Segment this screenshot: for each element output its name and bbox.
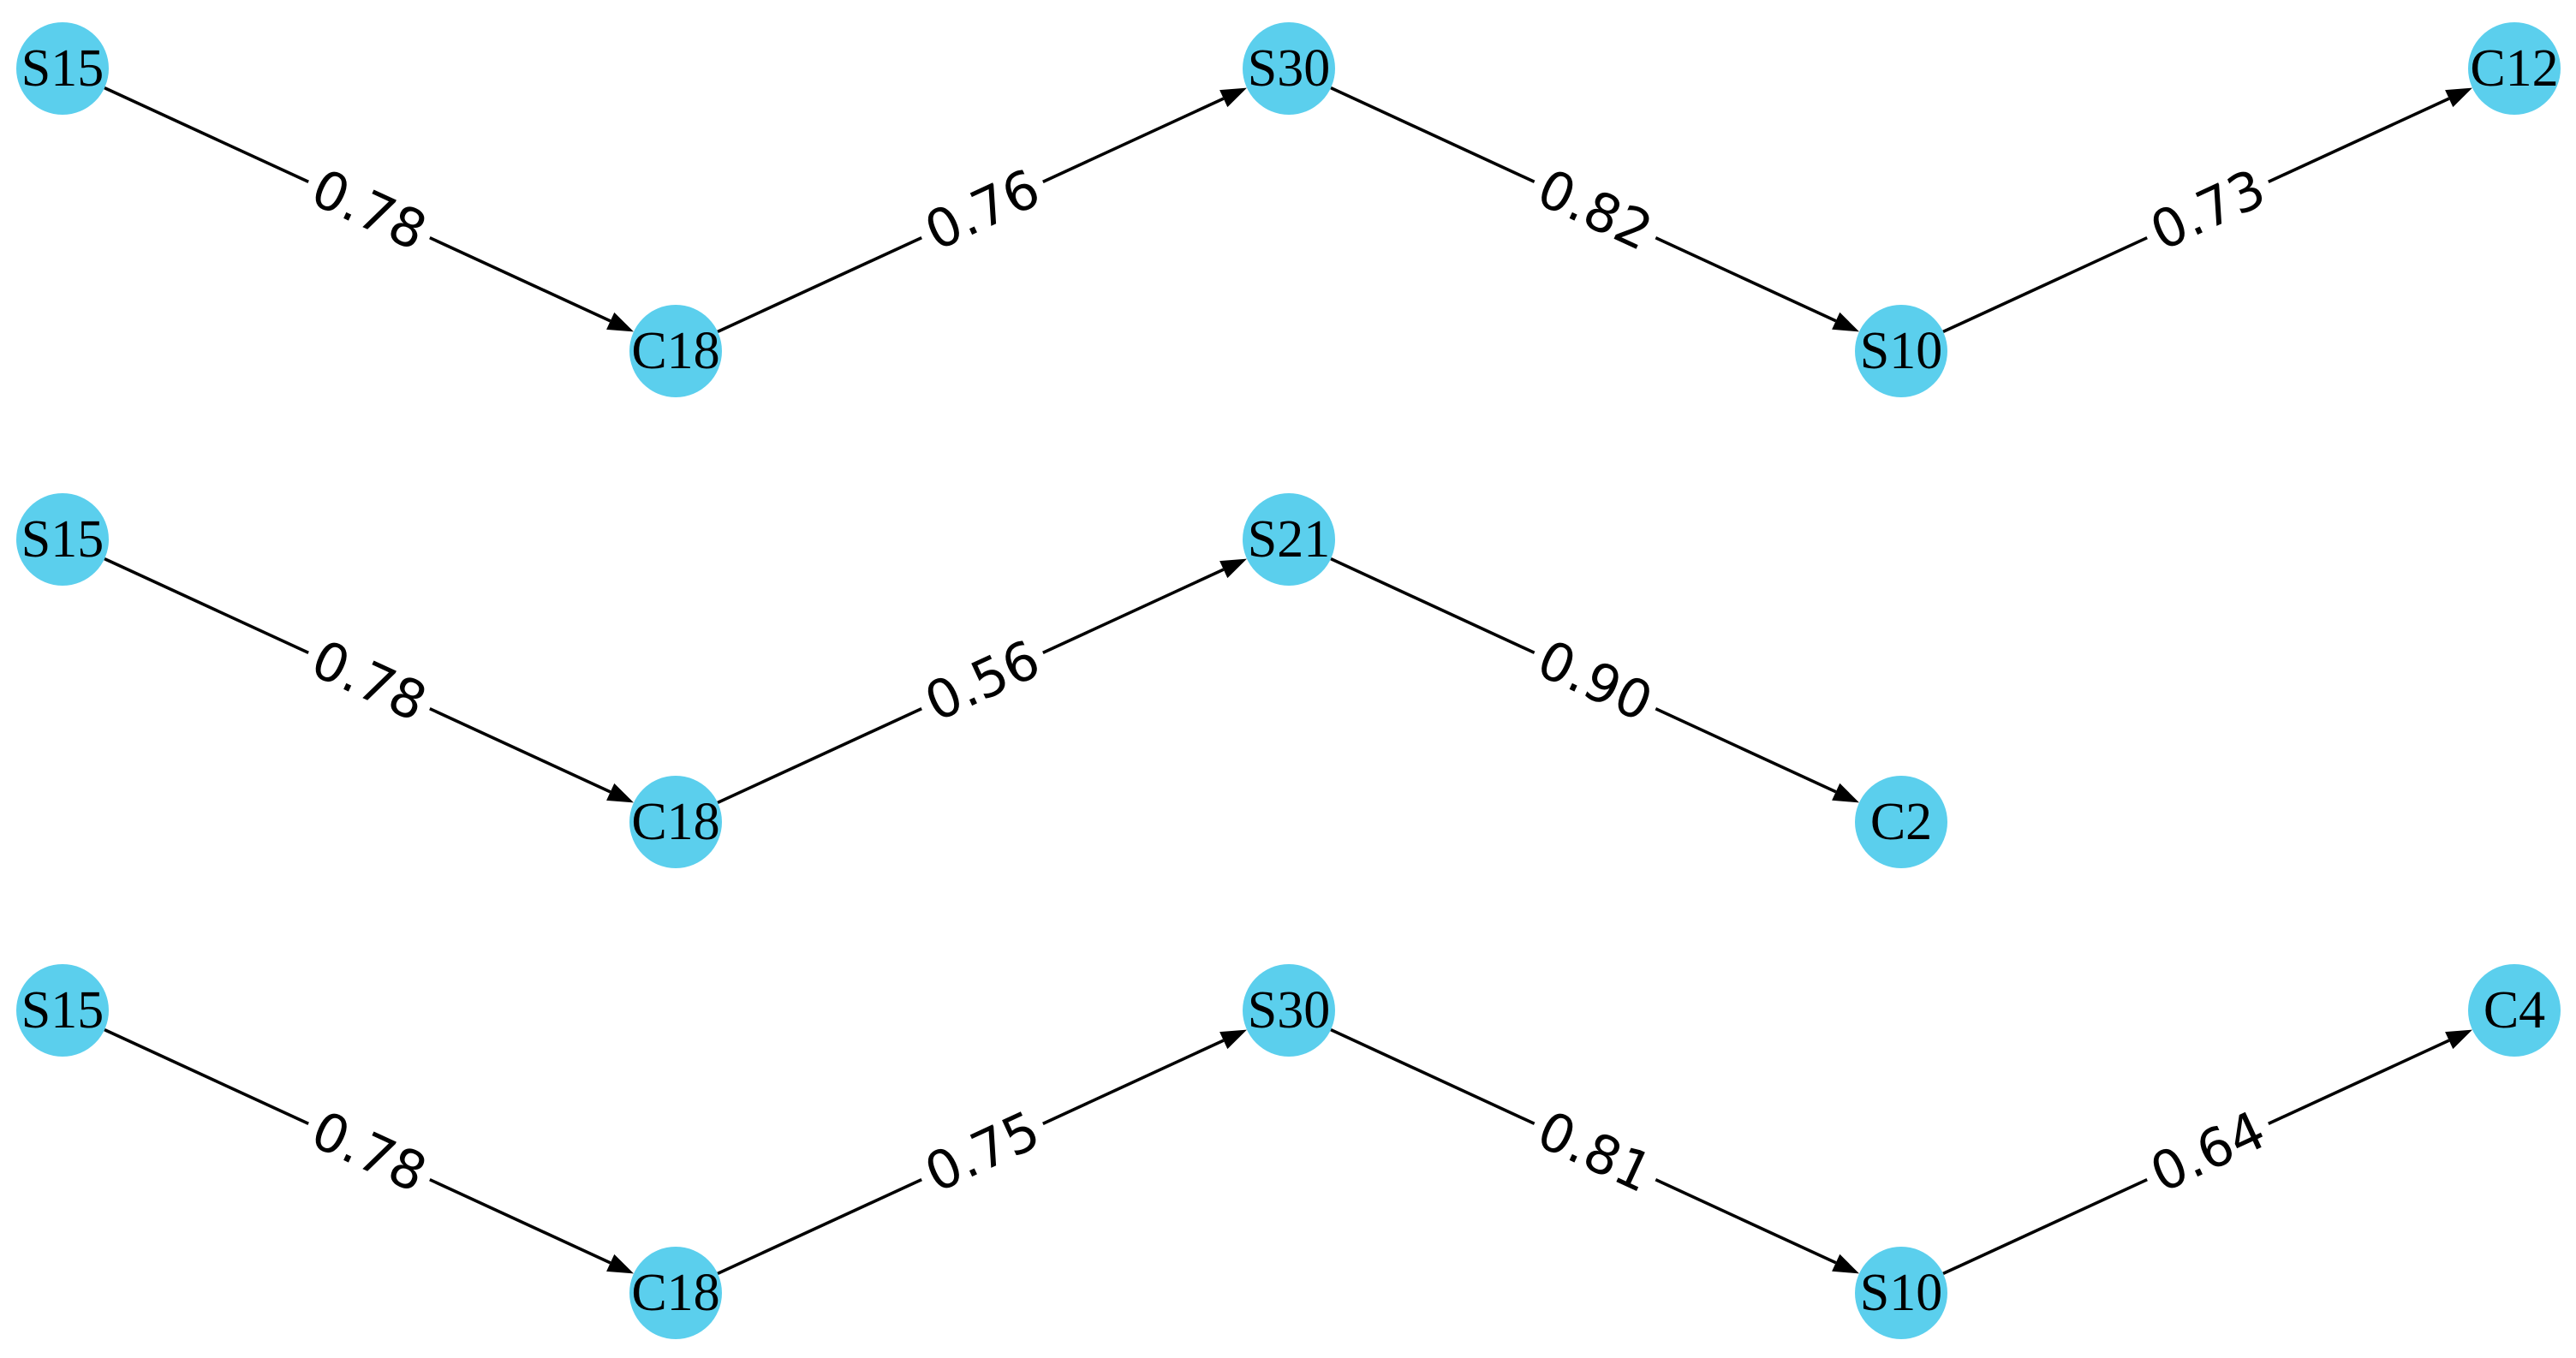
- node-label: S15: [21, 510, 104, 569]
- edge-label-background: [1520, 622, 1670, 739]
- edge-weight-label: 0.76: [915, 157, 1049, 263]
- node-label: S15: [21, 981, 104, 1039]
- arrowhead: [1832, 783, 1859, 803]
- edge-2-1: 0.75: [717, 1029, 1247, 1276]
- node-s21: S21: [1243, 493, 1335, 586]
- node-label: S10: [1860, 322, 1942, 380]
- node-label: S15: [21, 39, 104, 98]
- node-c12: C12: [2468, 22, 2561, 115]
- node-label: S21: [1248, 510, 1330, 569]
- node-label: C4: [2484, 981, 2545, 1039]
- edge-weight-label: 0.75: [915, 1099, 1049, 1205]
- edge-label-background: [1520, 152, 1670, 268]
- edge-label-background: [908, 622, 1057, 739]
- edge-weight-label: 0.90: [1529, 628, 1662, 734]
- node-s15: S15: [16, 964, 109, 1057]
- arrowhead: [1832, 312, 1859, 332]
- node-c18: C18: [629, 1247, 722, 1339]
- node-label: C18: [631, 793, 719, 851]
- edge-label-background: [295, 622, 444, 739]
- edge-weight-label: 0.82: [1529, 157, 1662, 263]
- node-label: S10: [1860, 1264, 1942, 1322]
- arrowhead: [1219, 1029, 1247, 1050]
- arrowhead: [1832, 1254, 1859, 1274]
- node-c2: C2: [1855, 776, 1947, 868]
- edge-0-1: 0.76: [717, 87, 1247, 334]
- node-s10: S10: [1855, 305, 1947, 397]
- node-circle: [1855, 776, 1947, 868]
- edge-label-background: [908, 152, 1057, 268]
- edge-label-background: [908, 1093, 1057, 1210]
- arrowhead: [606, 783, 634, 803]
- edge-weight-label: 0.78: [302, 1099, 436, 1205]
- node-circle: [629, 776, 722, 868]
- node-circle: [16, 493, 109, 586]
- node-s15: S15: [16, 493, 109, 586]
- node-c4: C4: [2468, 964, 2561, 1057]
- node-circle: [1855, 1247, 1947, 1339]
- edge-label-background: [2133, 152, 2282, 268]
- node-label: C2: [1870, 793, 1932, 851]
- edge-label-background: [1520, 1093, 1670, 1210]
- edge-weight-label: 0.64: [2141, 1099, 2275, 1205]
- node-c18: C18: [629, 305, 722, 397]
- edge-weight-label: 0.73: [2141, 157, 2275, 263]
- edge-label-background: [295, 152, 444, 268]
- node-label: C12: [2470, 39, 2558, 98]
- node-label: C18: [631, 1264, 719, 1322]
- node-s15: S15: [16, 22, 109, 115]
- node-s10: S10: [1855, 1247, 1947, 1339]
- node-circle: [1243, 493, 1335, 586]
- node-circle: [1855, 305, 1947, 397]
- node-label: S30: [1248, 981, 1330, 1039]
- arrowhead: [2445, 87, 2472, 108]
- edge-1-1: 0.56: [717, 558, 1247, 805]
- edge-2-0: 0.78: [104, 1027, 634, 1274]
- edge-weight-label: 0.56: [915, 628, 1049, 734]
- edge-weight-label: 0.78: [302, 628, 436, 734]
- arrowhead: [606, 312, 634, 332]
- node-s30: S30: [1243, 22, 1335, 115]
- arrowhead: [606, 1254, 634, 1274]
- node-circle: [629, 1247, 722, 1339]
- node-s30: S30: [1243, 964, 1335, 1057]
- edge-weight-label: 0.81: [1529, 1099, 1662, 1205]
- node-circle: [1243, 22, 1335, 115]
- arrowhead: [2445, 1029, 2472, 1050]
- arrowhead: [1219, 558, 1247, 579]
- node-circle: [2468, 964, 2561, 1057]
- node-circle: [16, 964, 109, 1057]
- edge-weight-label: 0.78: [302, 157, 436, 263]
- edge-2-3: 0.64: [1942, 1029, 2472, 1276]
- edge-0-0: 0.78: [104, 86, 634, 332]
- edge-1-0: 0.78: [104, 557, 634, 803]
- edge-label-background: [295, 1093, 444, 1210]
- node-circle: [2468, 22, 2561, 115]
- edge-0-3: 0.73: [1942, 87, 2472, 334]
- node-circle: [629, 305, 722, 397]
- node-c18: C18: [629, 776, 722, 868]
- arrowhead: [1219, 87, 1247, 108]
- node-circle: [16, 22, 109, 115]
- edges-layer: 0.78 0.76 0.82 0.73 0.78 0.56 0.90 0.78 0.75 0.81…: [104, 86, 2472, 1276]
- node-label: S30: [1248, 39, 1330, 98]
- edge-label-background: [2133, 1093, 2282, 1210]
- node-circle: [1243, 964, 1335, 1057]
- node-label: C18: [631, 322, 719, 380]
- edge-2-2: 0.81: [1330, 1027, 1859, 1274]
- edge-1-2: 0.90: [1330, 557, 1859, 803]
- edge-0-2: 0.82: [1330, 86, 1859, 332]
